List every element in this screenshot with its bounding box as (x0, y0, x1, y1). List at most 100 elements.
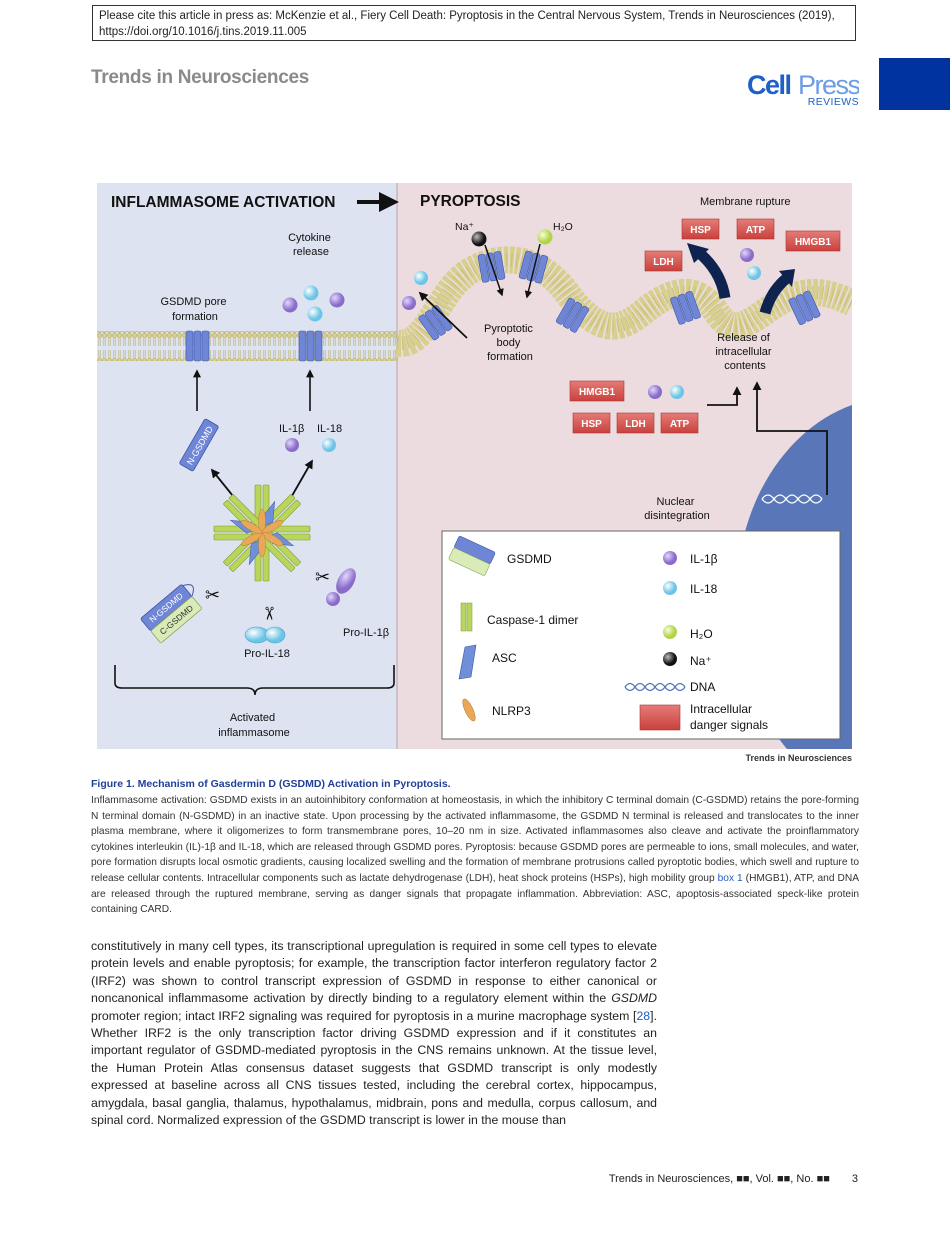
h2o-arrow (524, 243, 541, 299)
activated-inflammasome-label: Activated inflammasome (218, 712, 290, 739)
release-arrow-nucleus (752, 381, 828, 495)
il18-molecule (322, 438, 336, 452)
legend-gsdmd-icon (448, 535, 496, 576)
nuclear-disintegration-label: Nuclear disintegration (644, 496, 709, 522)
box-1-link[interactable]: box 1 (717, 872, 743, 884)
legend-na-icon (663, 652, 677, 666)
legend-caspase-icon (460, 602, 473, 632)
water-molecule (537, 229, 553, 245)
danger-box-hsp-mid: HSP (572, 412, 611, 434)
danger-box-ldh-top: LDH (644, 250, 683, 272)
journal-title: Trends in Neurosciences (91, 67, 310, 88)
danger-box-hsp-top: HSP (681, 218, 720, 240)
activated-inflammasome-complex (213, 484, 311, 582)
danger-box-hmgb1-mid: HMGB1 (569, 380, 625, 402)
citation-box: Please cite this article in press as: Mc… (92, 5, 856, 41)
il18-particle (414, 271, 428, 285)
logo-reviews-text: REVIEWS (808, 96, 859, 108)
figure-credit: Trends in Neurosciences (745, 753, 852, 763)
footer-journal-info: Trends in Neurosciences, ■■, Vol. ■■, No… (608, 1173, 830, 1185)
il18-particle (303, 285, 319, 301)
cytokine-release-label: Cytokine release (288, 232, 334, 258)
legend-h2o-icon (663, 625, 677, 639)
left-membrane (97, 331, 397, 361)
il18-particle (747, 266, 761, 280)
svg-text:ATP: ATP (670, 419, 690, 430)
arrow-cytokines (288, 459, 313, 502)
il18-particle (307, 306, 323, 322)
dna-helix-nucleus (761, 494, 823, 504)
pro-il1b-label: Pro-IL-1β (343, 627, 389, 639)
rupture-arrow-right (759, 273, 791, 315)
gsdmd-pore-formation-label: GSDMD pore formation (160, 296, 229, 323)
reference-link[interactable]: 28 (636, 1008, 651, 1023)
pyroptotic-body-label: Pyroptotic body formation (484, 323, 536, 363)
svg-text:HSP: HSP (581, 419, 602, 430)
release-contents-label: Release of intracellular contents (715, 332, 774, 372)
danger-box-atp-top: ATP (736, 218, 775, 240)
sodium-ion (471, 231, 487, 247)
legend-caspase-label: Caspase-1 dimer (487, 613, 578, 627)
figure-1-diagram: INFLAMMASOME ACTIVATION PYROPTOSIS Cytok… (97, 183, 852, 749)
il1b-particle (740, 248, 754, 262)
body-paragraph: constitutively in many cell types, its t… (91, 939, 657, 1128)
legend-il1b-icon (663, 551, 677, 565)
svg-text:HMGB1: HMGB1 (579, 387, 616, 398)
logo-cell-text: Cell (747, 70, 791, 100)
legend-il18-icon (663, 581, 677, 595)
svg-text:HMGB1: HMGB1 (795, 237, 832, 248)
figure-caption-title: Figure 1. Mechanism of Gasdermin D (GSDM… (91, 778, 451, 790)
figure-caption: Inflammasome activation: GSDMD exists in… (91, 795, 859, 916)
na-label: Na⁺ (455, 221, 474, 233)
legend-nlrp3-icon (462, 698, 476, 722)
citation-doi-link[interactable]: https://doi.org/10.1016/j.tins.2019.11.0… (99, 26, 307, 38)
il1b-particle (648, 385, 662, 399)
legend-dna-icon (624, 682, 686, 692)
danger-box-ldh-mid: LDH (616, 412, 655, 434)
il1b-molecule (285, 438, 299, 452)
pyroptotic-body-arrow (418, 291, 468, 339)
release-arrow-small (707, 386, 742, 406)
il1b-particle (329, 292, 345, 308)
gsdmd-pore-center (298, 330, 323, 362)
legend-il1b-label: IL-1β (690, 552, 718, 566)
journal-color-tab (879, 58, 950, 110)
legend-gsdmd-label: GSDMD (507, 552, 552, 566)
legend-danger-label: Intracellular danger signals (690, 702, 768, 732)
svg-text:LDH: LDH (625, 419, 646, 430)
danger-box-hmgb1-top: HMGB1 (785, 230, 841, 252)
danger-box-atp-mid: ATP (660, 412, 699, 434)
right-membrane (394, 246, 852, 357)
legend-il18-label: IL-18 (690, 582, 718, 596)
legend-asc-icon (458, 644, 477, 680)
il18-label: IL-18 (317, 423, 342, 435)
legend-h2o-label: H₂O (690, 627, 713, 641)
na-arrow (484, 244, 504, 297)
il1b-particle (402, 296, 416, 310)
svg-text:ATP: ATP (746, 225, 766, 236)
page-number: 3 (851, 1173, 858, 1185)
legend-nlrp3-label: NLRP3 (492, 704, 531, 718)
page-footer: Trends in Neurosciences, ■■, Vol. ■■, No… (609, 1173, 858, 1185)
inflammasome-bracket (114, 665, 395, 696)
il1b-particle (282, 297, 298, 313)
membrane-rupture-label: Membrane rupture (700, 196, 791, 208)
svg-text:HSP: HSP (690, 225, 711, 236)
gsdmd-pore-left (185, 330, 210, 362)
legend-asc-label: ASC (492, 651, 517, 665)
citation-line-1: Please cite this article in press as: Mc… (99, 10, 835, 22)
left-panel-bg (97, 183, 397, 749)
il1b-label: IL-1β (279, 423, 304, 435)
pro-il18-label: Pro-IL-18 (244, 648, 290, 660)
svg-text:LDH: LDH (653, 257, 674, 268)
scissors-icon: ✂ (205, 585, 220, 605)
il18-particle (670, 385, 684, 399)
legend-dna-label: DNA (690, 680, 715, 694)
inflammasome-activation-title: INFLAMMASOME ACTIVATION (111, 194, 335, 211)
h2o-label: H₂O (553, 221, 573, 233)
cellpress-logo[interactable]: Cell Press REVIEWS (747, 66, 859, 108)
legend-na-label: Na⁺ (690, 654, 712, 668)
scissors-icon: ✂ (315, 567, 330, 587)
pro-il1b-molecule (326, 592, 340, 606)
legend-danger-icon (639, 704, 681, 731)
